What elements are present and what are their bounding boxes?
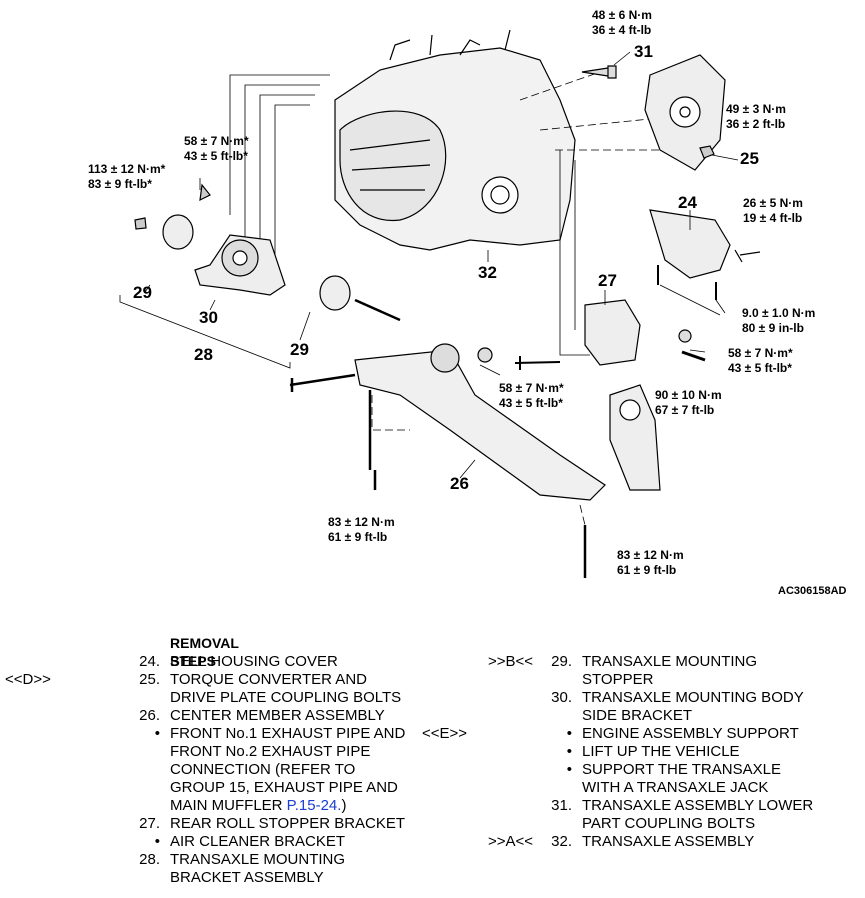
torque-label-58-top: 58 ± 7 N·m*43 ± 5 ft-lb* — [184, 134, 249, 163]
note-mark-b: >>B<< — [488, 653, 534, 670]
torque-label-58-right: 58 ± 7 N·m*43 ± 5 ft-lb* — [728, 346, 793, 375]
part-number-24: 24 — [678, 193, 697, 212]
bolt-31 — [581, 65, 617, 79]
figure-code: AC306158AD — [778, 585, 847, 597]
part-number-30: 30 — [199, 308, 218, 327]
part-number-31: 31 — [634, 42, 653, 61]
part-number-27: 27 — [598, 271, 617, 290]
reference-link[interactable]: P.15-24. — [286, 797, 342, 814]
stopper-29b — [319, 275, 351, 311]
note-mark-a: >>A<< — [488, 833, 534, 850]
part-number-29-right: 29 — [290, 340, 309, 359]
part-number-29-left: 29 — [133, 283, 152, 302]
note-mark-d: <<D>> — [5, 671, 51, 688]
part-number-32: 32 — [478, 263, 497, 282]
torque-label-113: 113 ± 12 N·m*83 ± 9 ft-lb* — [88, 162, 166, 191]
note-mark-e: <<E>> — [422, 725, 468, 742]
steps-title: REMOVAL STEPS — [170, 635, 239, 669]
center-member-26 — [354, 349, 606, 501]
bolt-25 — [699, 145, 715, 159]
roll-stopper-bracket-27 — [584, 299, 641, 366]
stopper-29a — [162, 214, 194, 250]
part-number-25: 25 — [740, 149, 759, 168]
bell-housing-cover-24 — [649, 209, 731, 279]
torque-label-58-mid: 58 ± 7 N·m*43 ± 5 ft-lb* — [499, 381, 564, 410]
part-number-28: 28 — [194, 345, 213, 364]
part-number-26: 26 — [450, 474, 469, 493]
diagram-drawing — [119, 29, 761, 578]
